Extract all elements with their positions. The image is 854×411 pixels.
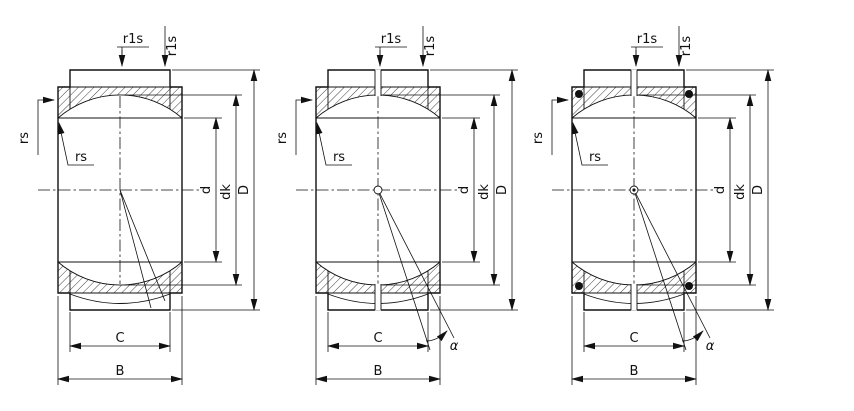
- label-rs-side-b2: rs: [275, 132, 290, 144]
- label-dk-b2: dk: [477, 184, 492, 200]
- label-r1s-side-b2: r1s: [423, 36, 438, 57]
- label-dk-b1: dk: [219, 184, 234, 200]
- misalignment-lines-b1: [119, 189, 166, 309]
- sphere-center-circle-b2: [373, 185, 383, 195]
- label-B-b1: B: [116, 364, 125, 379]
- label-D-b3: D: [751, 185, 766, 195]
- seal-bottom-right: [685, 282, 693, 290]
- bearing-3-geometry: [552, 26, 774, 385]
- bearing-drawing-2: r1s r1s rs rs d dk D C B α: [275, 26, 518, 385]
- label-alpha-b3: α: [706, 339, 715, 354]
- label-r1s-top-b1: r1s: [123, 32, 144, 47]
- bearing-1-geometry: [38, 26, 260, 385]
- seal-top-right: [685, 90, 693, 98]
- label-D-b1: D: [237, 185, 252, 195]
- label-d-b2: d: [457, 186, 472, 194]
- label-rs-side-b3: rs: [531, 132, 546, 144]
- label-d-b1: d: [199, 186, 214, 194]
- label-r1s-side-b1: r1s: [165, 36, 180, 57]
- label-rs-side-b1: rs: [17, 132, 32, 144]
- label-rs-inner-b2: rs: [333, 150, 345, 165]
- label-alpha-b2: α: [450, 339, 459, 354]
- label-r1s-side-b3: r1s: [679, 36, 694, 57]
- bearing-drawing-3: r1s r1s rs rs d dk D C B α: [531, 26, 774, 385]
- label-C-b1: C: [115, 331, 124, 346]
- label-C-b3: C: [629, 331, 638, 346]
- label-D-b2: D: [495, 185, 510, 195]
- bearing-2-geometry: [296, 26, 518, 385]
- label-B-b3: B: [630, 364, 639, 379]
- label-rs-inner-b1: rs: [75, 150, 87, 165]
- label-r1s-top-b2: r1s: [381, 32, 402, 47]
- bearing-drawing-1: r1s r1s rs rs d dk D C B: [17, 26, 260, 385]
- sphere-center-dot-b3: [632, 188, 636, 192]
- label-rs-inner-b3: rs: [589, 150, 601, 165]
- seal-bottom-left: [575, 282, 583, 290]
- seal-top-left: [575, 90, 583, 98]
- label-r1s-top-b3: r1s: [637, 32, 658, 47]
- label-C-b2: C: [373, 331, 382, 346]
- label-dk-b3: dk: [733, 184, 748, 200]
- label-B-b2: B: [374, 364, 383, 379]
- label-d-b3: d: [713, 186, 728, 194]
